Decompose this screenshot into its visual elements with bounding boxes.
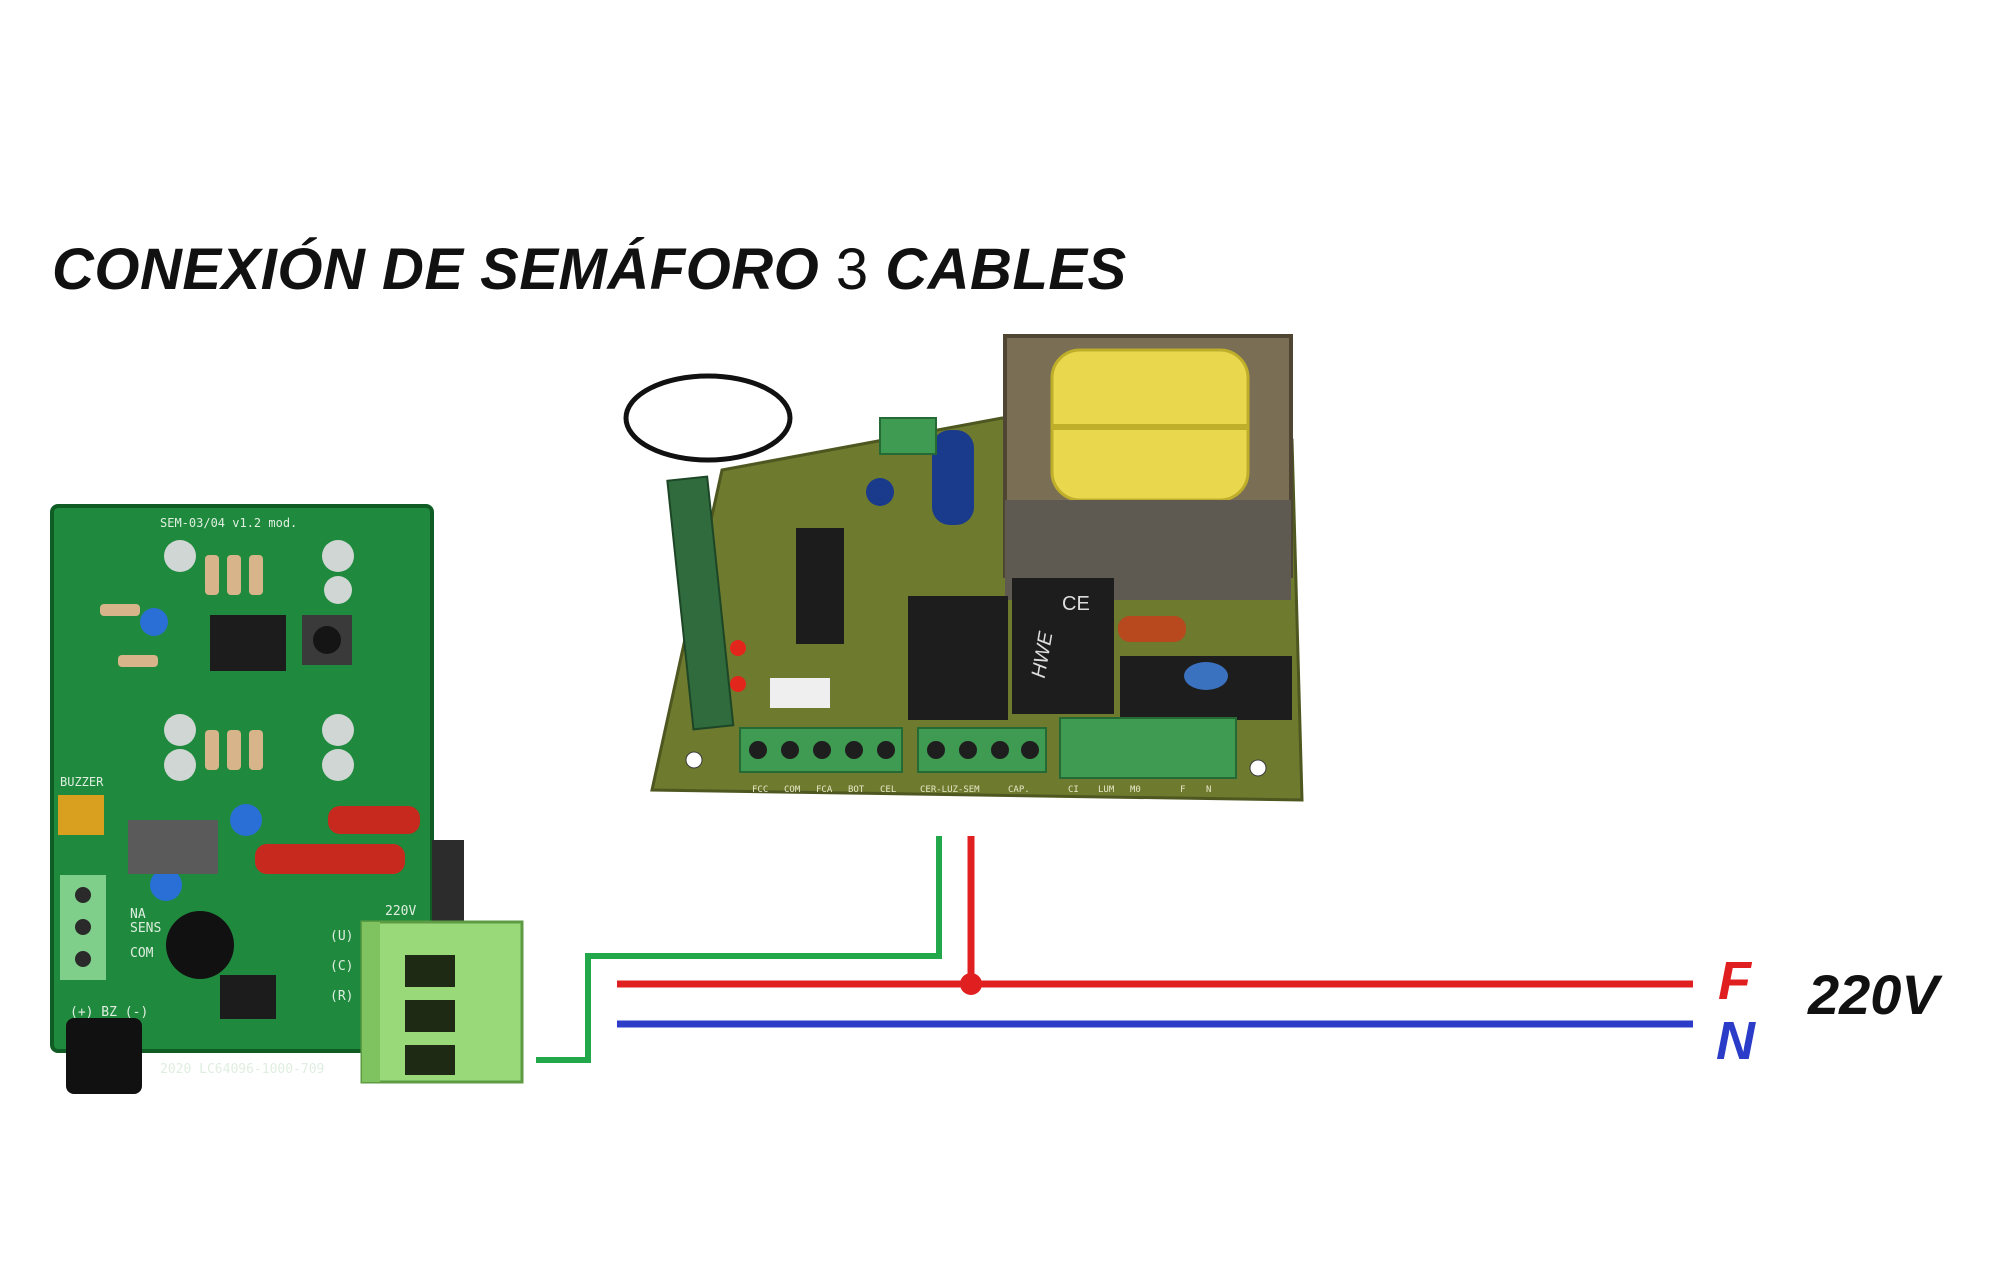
title-text-after: CABLES <box>868 237 1127 302</box>
term-bot: BOT <box>848 785 865 795</box>
power-resistor-2 <box>255 844 405 874</box>
dc-jack <box>66 1018 142 1094</box>
term-lum: LUM <box>1098 785 1115 795</box>
silk-bottom: 2020 LC64096-1000-709 <box>160 1062 324 1077</box>
semaphore-terminal-block <box>360 920 524 1084</box>
trimmer <box>58 795 104 835</box>
control-wire <box>536 836 942 1063</box>
wires <box>536 836 1693 1063</box>
term-fcc: FCC <box>752 785 768 795</box>
title-number: 3 <box>835 237 869 302</box>
term-cap: CAP. <box>1008 785 1030 795</box>
term-n: N <box>1206 785 1211 795</box>
silk-220v: 220V <box>385 904 416 919</box>
term-cer-luz-sem: CER-LUZ-SEM <box>920 785 980 795</box>
term-cel: CEL <box>880 785 896 795</box>
term-fca: FCA <box>816 785 833 795</box>
antenna-wire <box>623 373 793 463</box>
page-title: CONEXIÓN DE SEMÁFORO 3 CABLES <box>52 236 1127 303</box>
silk-c: (C) <box>330 959 353 974</box>
radio-module <box>666 475 735 731</box>
phase-junction <box>960 973 982 995</box>
silk-buzzer-polarity: (+) BZ (-) <box>70 1005 148 1020</box>
title-text-before: CONEXIÓN DE SEMÁFORO <box>52 237 836 302</box>
regulator <box>128 820 218 874</box>
neutral-label: N <box>1716 1011 1755 1071</box>
term-ci: CI <box>1068 785 1079 795</box>
term-com: COM <box>784 785 801 795</box>
big-capacitor <box>932 430 974 525</box>
buzzer <box>166 911 234 979</box>
semaphore-board: SEM-03/04 v1.2 mod. <box>50 504 524 1094</box>
capacitor <box>140 608 168 636</box>
silk-r: (R) <box>330 989 353 1004</box>
led-group <box>164 540 354 781</box>
controller-board: HWE CE FCC COM FCA BOT CEL CER-LUZ-SEM <box>623 334 1304 802</box>
silk-u: (U) <box>330 929 353 944</box>
relay-1 <box>908 596 1008 720</box>
voltage-label: 220V <box>1808 963 1939 1026</box>
silk-buzzer: BUZZER <box>60 775 104 789</box>
silk-na: NA <box>130 907 146 922</box>
semaphore-silk-title: SEM-03/04 v1.2 mod. <box>160 516 297 530</box>
term-f: F <box>1180 785 1185 795</box>
relay-2 <box>1012 578 1114 714</box>
resistor-group <box>100 555 263 770</box>
term-m0: M0 <box>1130 785 1141 795</box>
silk-com: COM <box>130 946 154 961</box>
phase-label: F <box>1718 951 1751 1011</box>
power-resistor <box>328 806 420 834</box>
controller-ic <box>796 528 844 644</box>
semaphore-ic <box>210 615 286 671</box>
silk-sens: SENS <box>130 921 161 936</box>
ce-mark: CE <box>1062 593 1090 615</box>
